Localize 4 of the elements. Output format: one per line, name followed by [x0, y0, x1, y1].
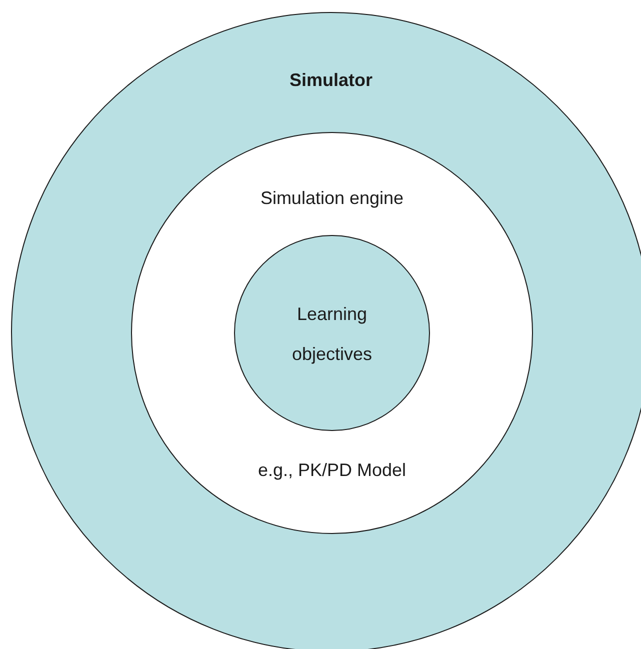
circle-label: Learning objectives — [290, 303, 374, 366]
circle-sublabel: e.g., PK/PD Model — [258, 459, 406, 481]
circle-label: Simulation engine — [260, 187, 404, 209]
circle-label: Simulator — [289, 69, 372, 91]
